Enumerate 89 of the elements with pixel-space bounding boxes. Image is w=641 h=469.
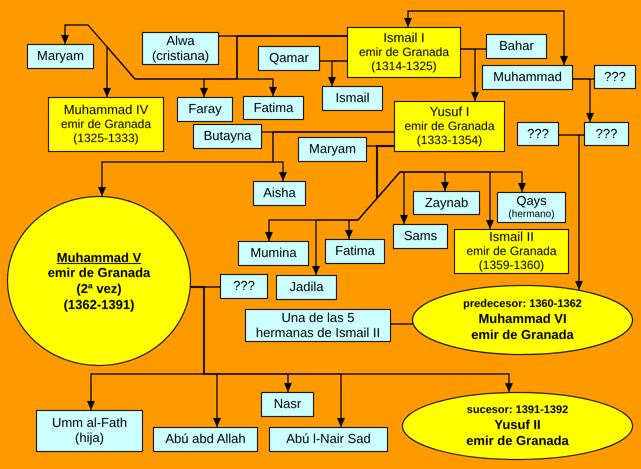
person-card	[497, 192, 566, 223]
title-text: emir de Granada	[471, 326, 574, 342]
person-card	[245, 309, 391, 342]
person-name: Sams	[404, 229, 438, 244]
marriage-line	[391, 323, 413, 325]
person-card	[193, 124, 262, 149]
emir-card	[394, 101, 505, 152]
person-name: Fatima	[254, 100, 294, 116]
person-name: Qays	[516, 194, 547, 210]
person-name: ???	[604, 70, 626, 84]
person-name: Yusuf II	[494, 417, 541, 433]
descent-arrow	[573, 78, 594, 122]
person-name: Butayna	[204, 129, 252, 144]
person-card	[298, 137, 367, 162]
successor-note: sucesor: 1391-1392	[466, 404, 568, 417]
person-card	[261, 392, 314, 417]
person-name: Ismail I	[383, 31, 425, 46]
descent-arrow	[376, 145, 526, 200]
person-name: Umm al-Fath (hija)	[50, 416, 128, 446]
descent-arrow	[272, 131, 394, 181]
descent-arrow	[328, 60, 347, 86]
descent-arrow	[190, 286, 513, 392]
relation-note: (hermano)	[508, 209, 555, 221]
person-card	[584, 122, 629, 146]
person-name: Muhammad V	[56, 250, 142, 266]
person-name: Bahar	[499, 39, 534, 54]
person-card	[220, 274, 268, 299]
person-name: Maryam	[309, 142, 356, 157]
person-card	[269, 427, 388, 452]
person-name: Zaynab	[424, 196, 468, 210]
title-text: emir de Granada	[358, 46, 450, 60]
reign-dates: (1333-1354)	[416, 134, 482, 148]
person-card	[393, 224, 448, 249]
term-note: (2ª vez)	[76, 281, 122, 297]
title-text: emir de Granada	[404, 120, 495, 134]
person-card	[325, 239, 385, 264]
person-name: Muhammad	[493, 70, 562, 85]
title-text: emir de Granada	[60, 118, 152, 132]
person-card	[322, 86, 383, 111]
person-card	[276, 275, 337, 300]
descent-arrow	[461, 48, 479, 101]
person-card	[486, 34, 547, 59]
sibling-arrow	[404, 10, 568, 65]
person-card	[517, 122, 559, 146]
person-name: Muhammad VI	[478, 311, 567, 327]
title-text: emir de Granada	[48, 265, 150, 281]
person-name: Abú l-Nair Sad	[286, 432, 371, 447]
person-card	[482, 65, 573, 90]
relation-note: Una de las 5 hermanas de Ismail II	[254, 310, 382, 340]
reign-dates: (1362-1391)	[64, 296, 134, 312]
person-name: ???	[527, 126, 549, 142]
person-name: Fatima	[335, 244, 375, 259]
person-name: Nasr	[274, 397, 302, 412]
person-name: Mumina	[250, 246, 297, 261]
person-name: Muhammad IV	[64, 103, 148, 118]
person-name: Aisha	[263, 186, 296, 201]
person-card	[238, 241, 309, 266]
person-name: Jadila	[290, 280, 324, 295]
person-card	[27, 44, 94, 69]
person-card	[594, 65, 636, 89]
person-name: Faray	[188, 102, 222, 117]
person-name: Ismail	[336, 91, 370, 106]
title-text: emir de Granada	[466, 432, 569, 448]
title-text: emir de Granada	[466, 245, 557, 259]
person-name: Maryam	[37, 49, 84, 64]
person-name: Qamar	[269, 51, 309, 66]
reign-dates: (1359-1360)	[478, 258, 544, 273]
person-card	[243, 96, 304, 120]
person-card	[258, 46, 320, 71]
emir-card	[454, 229, 569, 274]
person-name: Alwa (cristiana)	[150, 34, 210, 64]
person-name: Abú abd Allah	[165, 432, 246, 447]
descent-arrow	[236, 35, 347, 96]
person-card	[413, 191, 480, 215]
person-card	[253, 181, 306, 206]
descent-arrow	[575, 134, 584, 290]
person-card	[36, 410, 143, 452]
person-card	[153, 427, 258, 452]
emir-card	[347, 27, 461, 78]
person-name: ???	[596, 126, 618, 142]
person-card	[177, 97, 233, 122]
person-name: Ismail II	[489, 230, 534, 246]
person-name: Yusuf I	[430, 105, 470, 120]
person-card	[142, 32, 219, 65]
predecessor-note: predecesor: 1360-1362	[463, 298, 582, 311]
reign-dates: (1314-1325)	[371, 60, 437, 74]
emir-card	[48, 97, 164, 152]
reign-dates: (1325-1333)	[73, 132, 139, 146]
person-name: ???	[233, 279, 255, 294]
